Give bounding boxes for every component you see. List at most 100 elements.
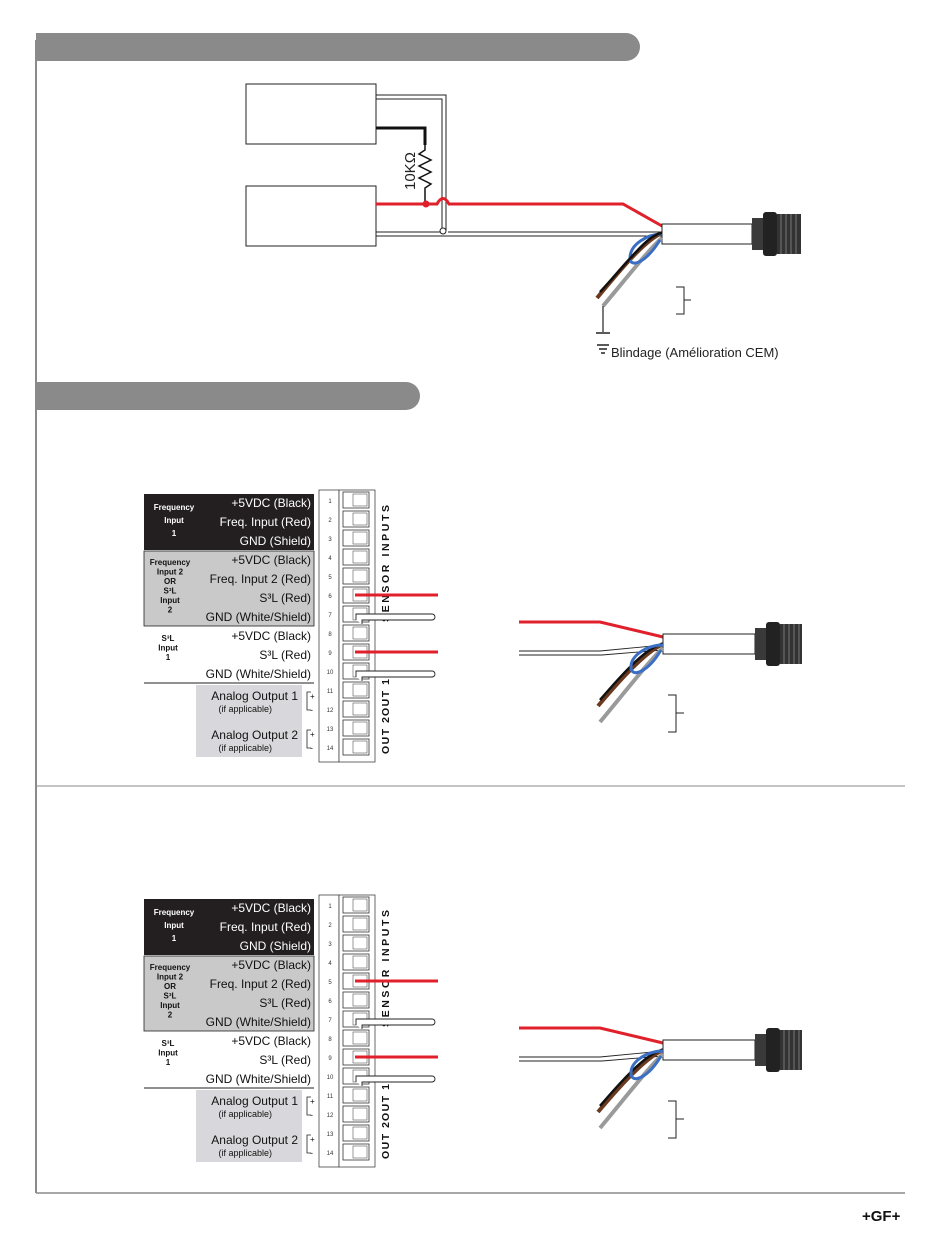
group-freq2-label-line: OR [164, 577, 176, 586]
group-s3l1-label-line: S³L [162, 1039, 175, 1048]
terminal-label-9: S³L (Red) [259, 648, 311, 662]
pullup-wire [376, 126, 427, 145]
freq-input-1-block [144, 494, 314, 550]
terminal-label-1: +5VDC (Black) [231, 496, 311, 510]
terminal-slot-4 [352, 550, 368, 564]
group-freq1-label-line: 1 [172, 529, 177, 538]
group-s3l1-label-line: Input [158, 1049, 178, 1058]
side-label-out1: OUT 1 [380, 678, 392, 716]
wire-bracket-right [668, 1100, 684, 1139]
minus-sign: - [310, 1148, 313, 1158]
group-freq1-label-line: 1 [172, 934, 177, 943]
terminal-label-5: Freq. Input 2 (Red) [210, 977, 311, 991]
terminal-slot-12 [352, 702, 368, 716]
junction-dot-white [439, 227, 447, 235]
white-wire-terminal-1 [355, 1018, 436, 1029]
side-label-sensor-inputs: SENSOR INPUTS [380, 907, 392, 1027]
brown-wire-top [595, 231, 663, 300]
terminal-label-3: GND (Shield) [240, 939, 311, 953]
analog-bracket-1 [306, 1096, 311, 1116]
terminal-number-8: 8 [328, 632, 332, 638]
terminal-number-8: 8 [328, 1037, 332, 1043]
device-box-upper [245, 83, 377, 145]
analog-bracket-1 [306, 691, 311, 711]
analog-output-1-label: Analog Output 1 [211, 1094, 298, 1108]
analog-output-2-label: Analog Output 2 [211, 728, 298, 742]
terminal-slot-3 [352, 936, 368, 950]
terminal-number-6: 6 [328, 594, 332, 600]
terminal-slot-14 [352, 740, 368, 754]
terminal-number-6: 6 [328, 999, 332, 1005]
analog-output-block [196, 685, 302, 757]
terminal-number-13: 13 [327, 1132, 334, 1138]
terminal-number-strip [318, 894, 340, 1168]
freq-input-2-block [143, 550, 315, 627]
terminal-number-12: 12 [327, 1113, 334, 1119]
terminal-number-13: 13 [327, 727, 334, 733]
resistor-label: 10KΩ [402, 152, 419, 190]
terminal-slot-4 [352, 955, 368, 969]
wire-bracket-right [668, 694, 684, 733]
brown-wire-right [596, 642, 664, 708]
analog-bracket-2 [306, 729, 311, 749]
red-wire-right [519, 620, 664, 639]
terminal-label-8: +5VDC (Black) [231, 1034, 311, 1048]
section-header-bar-2 [36, 382, 420, 410]
black-wire-top [599, 231, 663, 293]
terminal-number-10: 10 [327, 670, 334, 676]
terminal-slot-5 [352, 569, 368, 583]
sensor-connector-right [755, 622, 802, 666]
side-label-sensor-inputs: SENSOR INPUTS [380, 502, 392, 622]
group-freq2-label-line: Input [160, 1001, 180, 1010]
side-label-out1: OUT 1 [380, 1083, 392, 1121]
group-freq1-label-line: Frequency [154, 503, 195, 512]
terminal-slot-8 [352, 1031, 368, 1045]
blue-wire-loop-right [629, 643, 664, 674]
group-freq2-label-line: Input [160, 596, 180, 605]
top-wiring-diagram: 10KΩ [245, 83, 801, 360]
terminal-number-4: 4 [328, 556, 332, 562]
terminal-number-4: 4 [328, 961, 332, 967]
sensor-cable-diagram-2 [519, 1026, 802, 1139]
terminal-number-9: 9 [328, 1056, 332, 1062]
terminal-number-7: 7 [328, 1018, 332, 1024]
plus-sign: + [310, 692, 315, 701]
shield-label: Blindage (Amélioration CEM) [611, 345, 779, 360]
analog-output-2-label: Analog Output 2 [211, 1133, 298, 1147]
group-freq1-label-line: Frequency [154, 908, 195, 917]
group-freq1-label-line: Input [164, 921, 184, 930]
blue-wire-loop-right [629, 1049, 664, 1080]
sensor-cable-right [662, 633, 756, 655]
analog-bracket-2 [306, 1134, 311, 1154]
terminal-label-2: Freq. Input (Red) [220, 920, 311, 934]
terminal-label-5: Freq. Input 2 (Red) [210, 572, 311, 586]
terminal-number-2: 2 [328, 518, 332, 524]
terminal-slot-13 [352, 721, 368, 735]
minus-sign: - [310, 1110, 313, 1120]
terminal-slot-8 [352, 626, 368, 640]
terminal-slot-6 [352, 993, 368, 1007]
white-wire-terminal-2 [355, 670, 436, 681]
plus-sign: + [310, 1135, 315, 1144]
terminal-label-7: GND (White/Shield) [206, 610, 311, 624]
group-s3l1-label-line: 1 [166, 1058, 171, 1067]
terminal-number-5: 5 [328, 575, 332, 581]
group-freq2-label-line: S³L [164, 587, 177, 596]
minus-sign: - [310, 743, 313, 753]
terminal-slot-2 [352, 512, 368, 526]
terminal-number-11: 11 [327, 689, 334, 695]
terminal-label-10: GND (White/Shield) [206, 667, 311, 681]
group-freq2-label-line: 2 [168, 1011, 173, 1020]
minus-sign: - [310, 705, 313, 715]
group-freq2-label-line: Frequency [150, 558, 191, 567]
terminal-number-3: 3 [328, 942, 332, 948]
group-freq1-label-line: Input [164, 516, 184, 525]
shield-ground-symbol [596, 306, 610, 354]
brown-wire-right [596, 1048, 664, 1114]
terminal-label-1: +5VDC (Black) [231, 901, 311, 915]
analog-output-1-note: (if applicable) [218, 1109, 272, 1119]
terminal-label-7: GND (White/Shield) [206, 1015, 311, 1029]
terminal-label-6: S³L (Red) [259, 996, 311, 1010]
